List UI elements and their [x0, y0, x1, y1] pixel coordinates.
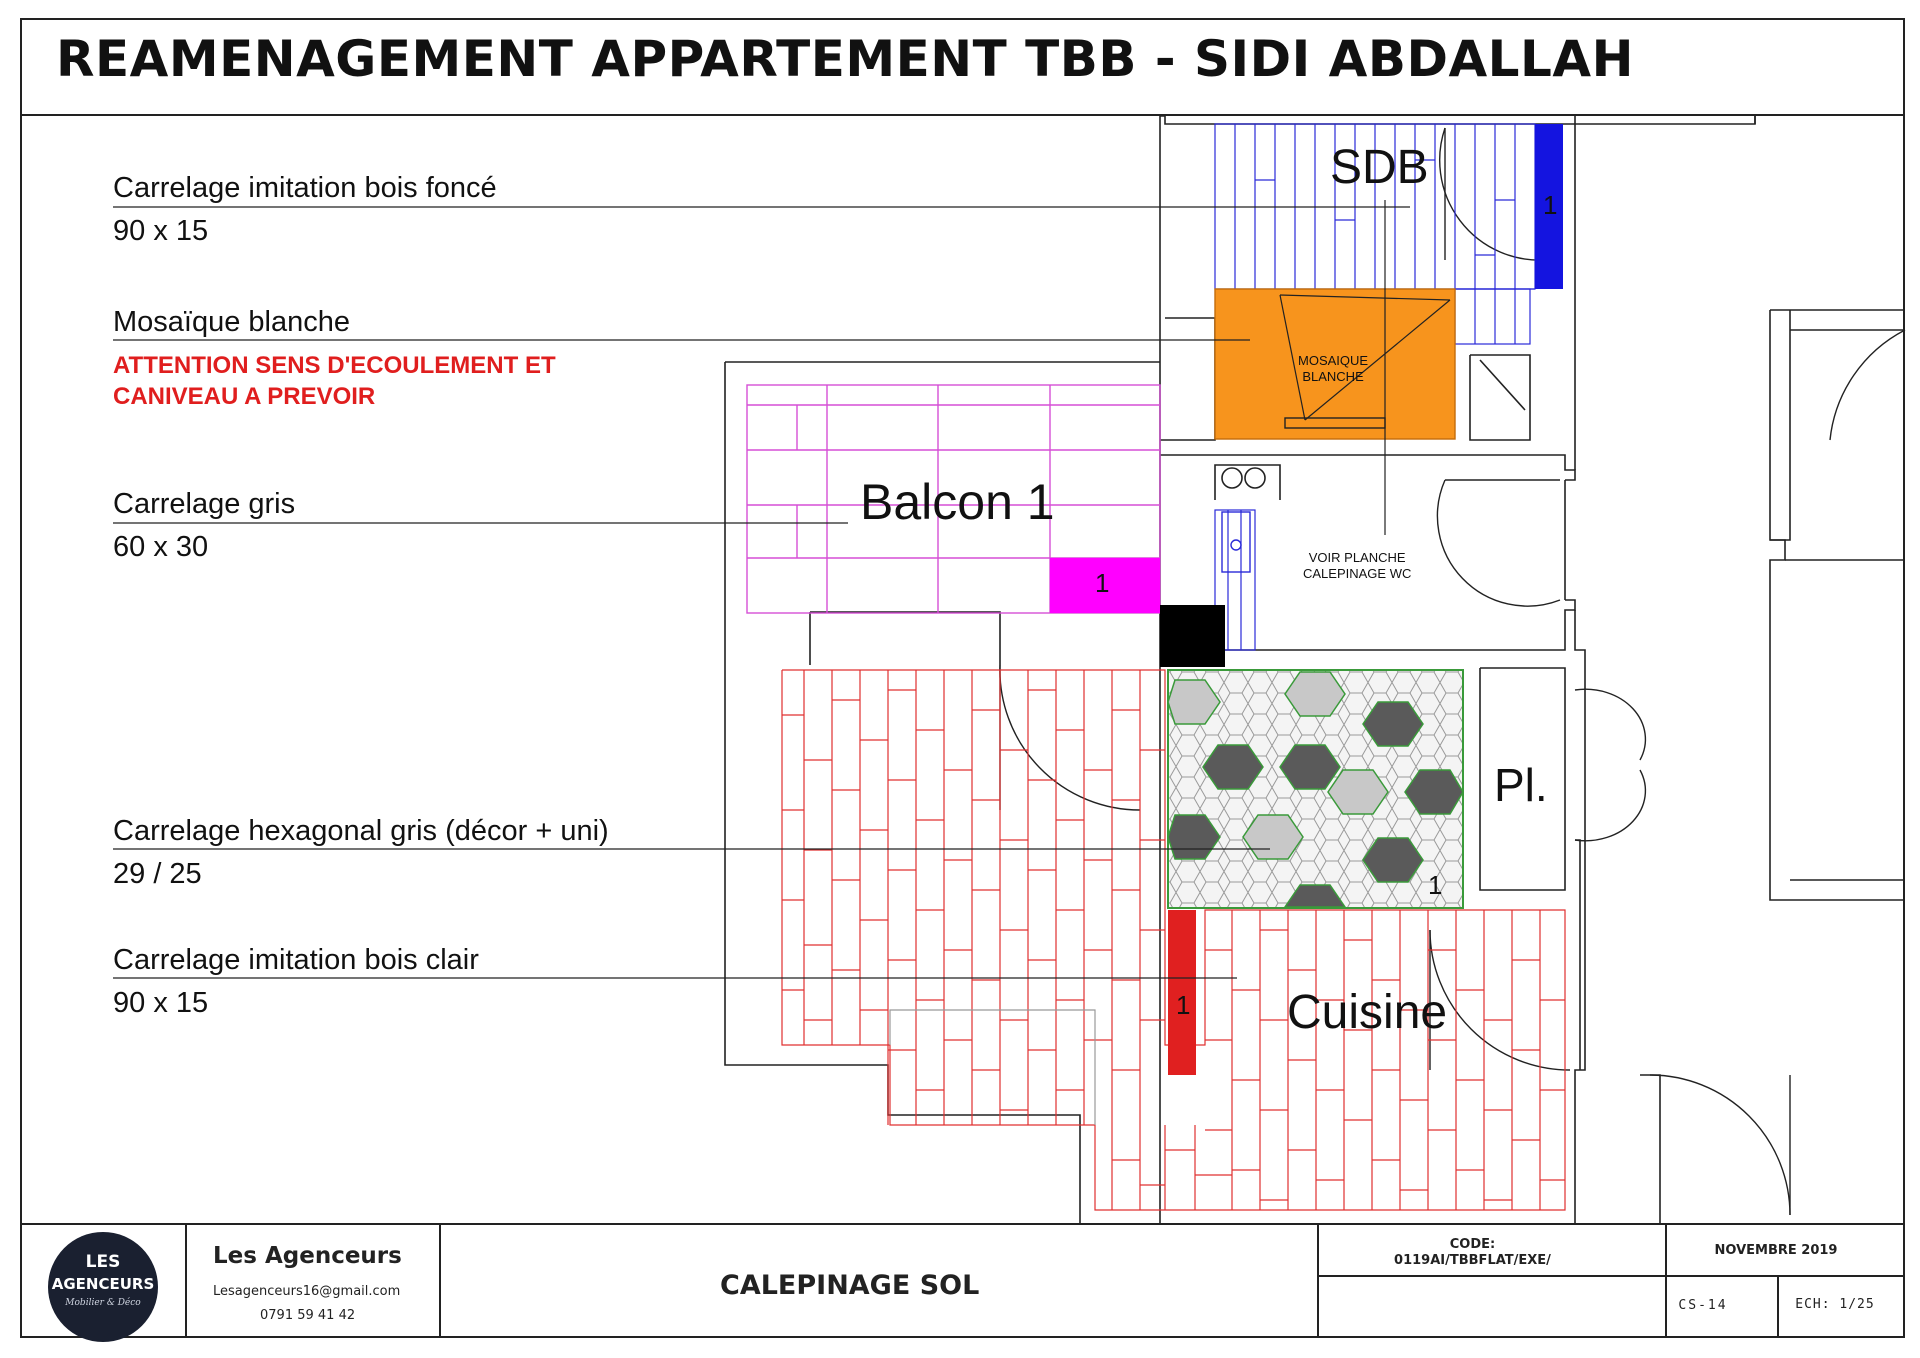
drawing-title: REAMENAGEMENT APPARTEMENT TBB - SIDI ABD…	[56, 30, 1634, 88]
company-name: Les Agenceurs	[213, 1243, 402, 1269]
legend-label-light-wood: Carrelage imitation bois clair	[113, 944, 479, 976]
mosaic-note-line-2: BLANCHE	[1302, 369, 1364, 384]
company-logo	[48, 1232, 158, 1342]
warning-line-2: CANIVEAU A PREVOIR	[113, 383, 376, 410]
column	[1160, 605, 1225, 667]
title-block	[20, 1223, 1905, 1338]
tile-number-hexagonal: 1	[1428, 870, 1443, 900]
threshold-outline	[889, 1009, 1096, 1125]
sheet-number: CS-14	[1678, 1298, 1728, 1313]
wc-note: VOIR PLANCHE CALEPINAGE WC	[1303, 550, 1411, 582]
tile-number-sdb: 1	[1543, 190, 1558, 220]
wc-note-line-2: CALEPINAGE WC	[1303, 566, 1412, 581]
logo-text-les: LES	[85, 1252, 121, 1272]
legend-dimension-hexagonal: 29 / 25	[113, 858, 202, 890]
logo-signature: Mobilier & Déco	[65, 1298, 141, 1308]
title-block-company-cell	[187, 1225, 441, 1338]
drainage-warning: ATTENTION SENS D'ECOULEMENT ET CANIVEAU …	[113, 350, 556, 412]
legend-leader-lines	[113, 206, 1410, 979]
hexagonal-tile-zone	[1167, 669, 1464, 909]
code-value: 0119AI/TBBFLAT/EXE/	[1394, 1253, 1551, 1268]
room-label-placard: Pl.	[1494, 759, 1548, 811]
title-block-code-cell	[1319, 1225, 1667, 1338]
tile-number-balcon: 1	[1095, 568, 1110, 598]
door-swings	[999, 127, 1906, 1216]
legend-label-grey-tile: Carrelage gris	[113, 488, 296, 520]
code-cell-divider	[1319, 1275, 1667, 1277]
logo-text-agenceurs: AGENCEURS	[51, 1275, 155, 1293]
light-wood-start-tile	[1168, 910, 1196, 1075]
light-wood-zone	[781, 669, 1566, 1211]
mosaic-note-line-1: MOSAIQUE	[1298, 353, 1369, 368]
dark-wood-start-tile	[1535, 124, 1563, 289]
room-label-balcon: Balcon 1	[860, 474, 1055, 530]
legend-label-white-mosaic: Mosaïque blanche	[113, 306, 350, 338]
date-cell-divider	[1667, 1275, 1903, 1277]
warning-line-1: ATTENTION SENS D'ECOULEMENT ET	[113, 352, 556, 379]
legend-dimension-grey-tile: 60 x 30	[113, 531, 209, 563]
legend-dimension-dark-wood: 90 x 15	[113, 215, 209, 247]
room-label-sdb: SDB	[1330, 141, 1429, 194]
sink-fixture	[1221, 511, 1251, 573]
drawing-scale: ECH: 1/25	[1795, 1297, 1875, 1312]
company-email: Lesagenceurs16@gmail.com	[213, 1284, 401, 1299]
room-label-cuisine: Cuisine	[1287, 986, 1448, 1039]
white-mosaic-zone	[1214, 200, 1456, 535]
sheet-scale-divider	[1777, 1275, 1779, 1338]
title-band	[20, 18, 1905, 116]
legend-label-dark-wood: Carrelage imitation bois foncé	[113, 172, 497, 204]
title-block-sheet-title-cell	[441, 1225, 1319, 1338]
legend-label-hexagonal: Carrelage hexagonal gris (décor + uni)	[113, 815, 609, 847]
company-phone: 0791 59 41 42	[260, 1308, 356, 1323]
tile-number-cuisine: 1	[1176, 990, 1191, 1020]
legend-dimension-light-wood: 90 x 15	[113, 987, 209, 1019]
wc-note-line-1: VOIR PLANCHE	[1308, 550, 1406, 565]
drawing-date: NOVEMBRE 2019	[1714, 1243, 1838, 1258]
grey-tile-zone	[746, 384, 1161, 614]
mosaic-note: MOSAIQUE BLANCHE	[1298, 353, 1368, 385]
code-label: CODE:	[1449, 1237, 1496, 1252]
drawing-frame	[20, 18, 1905, 1338]
sheet-title: CALEPINAGE SOL	[720, 1270, 980, 1301]
title-block-logo-cell	[20, 1225, 187, 1338]
grey-tile-start-tile	[1050, 558, 1160, 613]
